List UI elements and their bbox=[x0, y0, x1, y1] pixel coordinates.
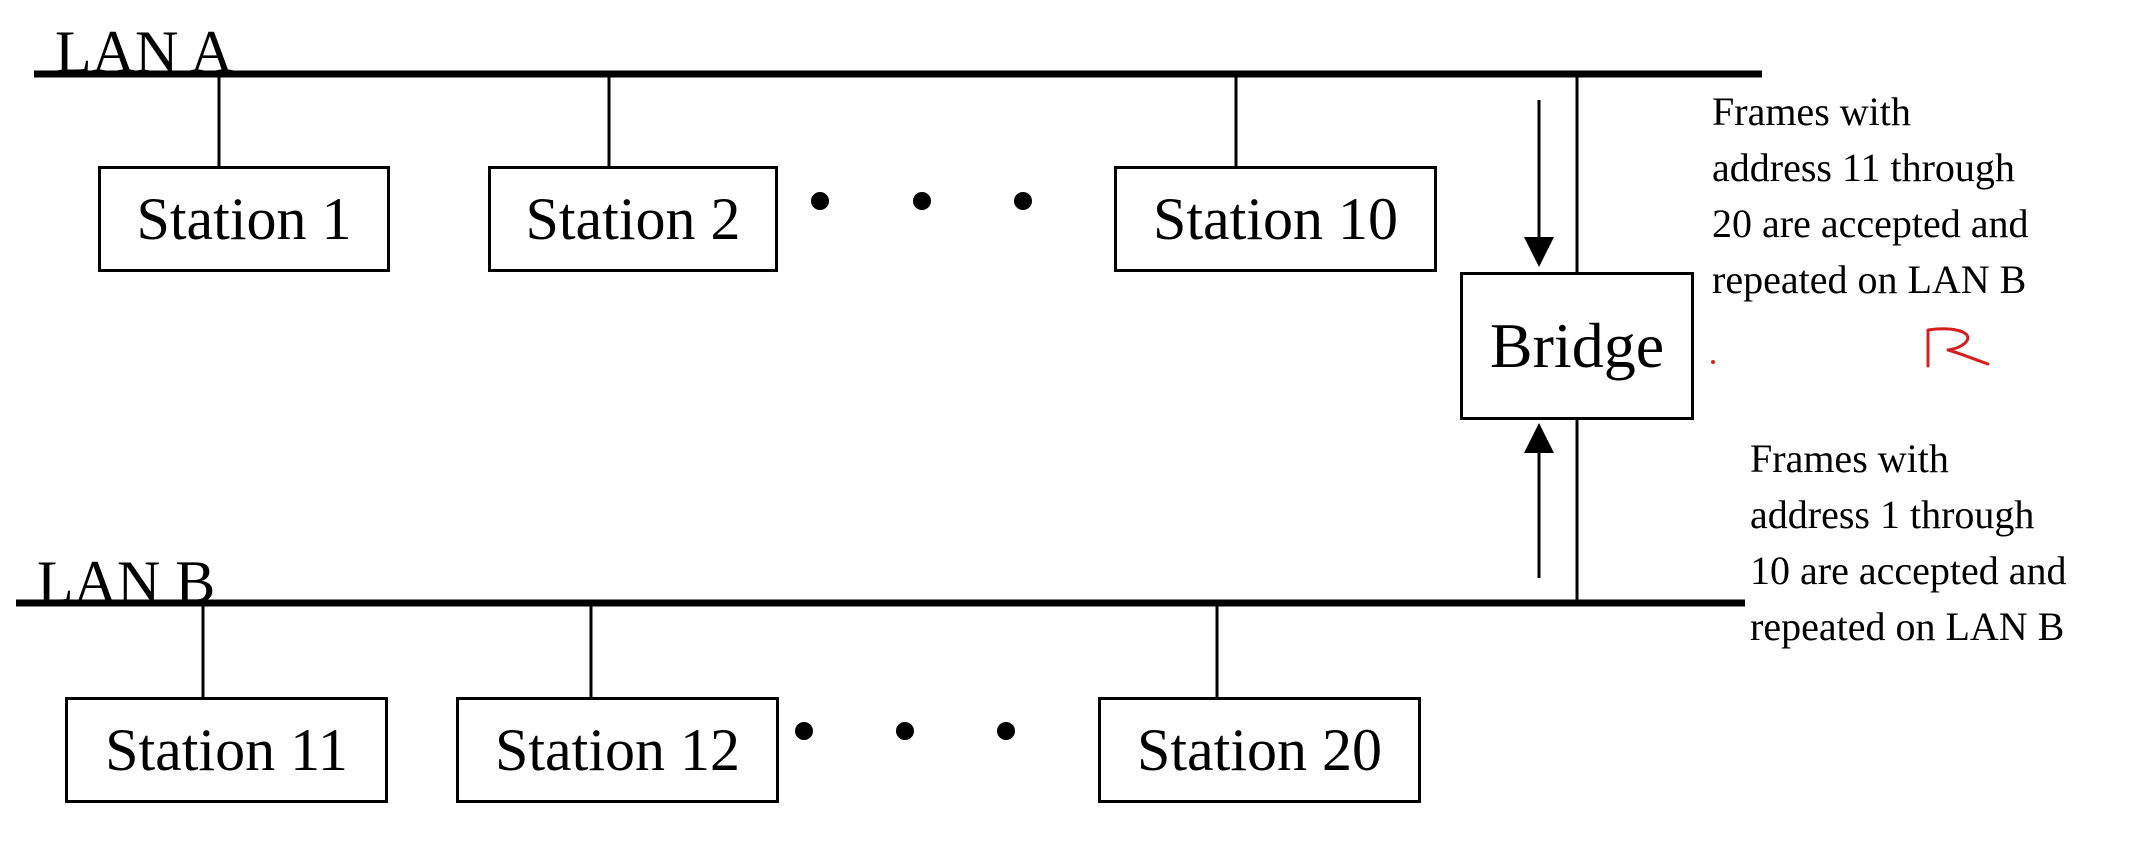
ellipsis-dot bbox=[795, 722, 813, 740]
red-annotation-dot bbox=[1711, 360, 1715, 364]
note-b-to-a: Frames with address 1 through 10 are acc… bbox=[1750, 431, 2066, 655]
ellipsis-dot bbox=[913, 192, 931, 210]
bridge-box: Bridge bbox=[1460, 272, 1694, 420]
ellipsis-dot bbox=[997, 722, 1015, 740]
note-a-to-b: Frames with address 11 through 20 are ac… bbox=[1712, 84, 2028, 308]
note-line: 10 are accepted and bbox=[1750, 548, 2067, 593]
note-line: address 1 through bbox=[1750, 492, 2035, 537]
handwritten-r-mark bbox=[1926, 327, 1990, 368]
note-line: Frames with bbox=[1750, 436, 1949, 481]
station-box: Station 11 bbox=[65, 697, 388, 803]
station-box: Station 1 bbox=[98, 166, 390, 272]
note-line: 20 are accepted and bbox=[1712, 201, 2029, 246]
station-box: Station 20 bbox=[1098, 697, 1421, 803]
ellipsis-dot bbox=[896, 722, 914, 740]
ellipsis-dot bbox=[1014, 192, 1032, 210]
note-line: Frames with bbox=[1712, 89, 1911, 134]
station-box: Station 2 bbox=[488, 166, 778, 272]
note-line: repeated on LAN B bbox=[1712, 257, 2027, 302]
lan-a-label: LAN A bbox=[55, 19, 234, 85]
lan-b-label: LAN B bbox=[37, 549, 216, 615]
note-line: repeated on LAN B bbox=[1750, 604, 2065, 649]
note-line: address 11 through bbox=[1712, 145, 2015, 190]
station-box: Station 12 bbox=[456, 697, 779, 803]
ellipsis-dot bbox=[811, 192, 829, 210]
station-box: Station 10 bbox=[1114, 166, 1437, 272]
